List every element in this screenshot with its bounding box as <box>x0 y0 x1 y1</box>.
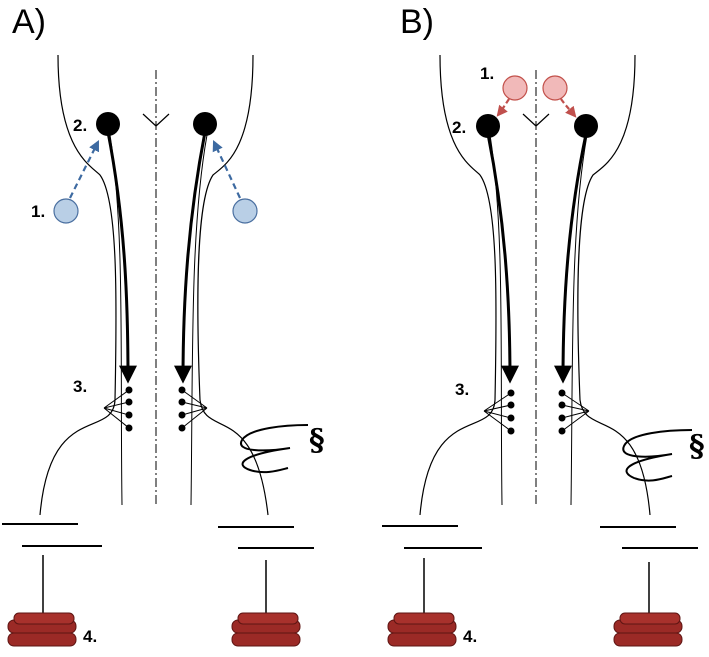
section-symbol-a: § <box>309 423 325 458</box>
muscle-left <box>7 612 77 647</box>
dashed-arrow-right-b <box>560 98 577 118</box>
muscle-left-b <box>387 612 457 647</box>
cord-outline-right-b <box>577 54 651 516</box>
dashed-arrow-left-b <box>496 98 510 117</box>
label-muscle-a: 4. <box>83 627 97 646</box>
synapse-right-b <box>558 389 590 435</box>
muscle-right-b <box>613 612 683 647</box>
neuron-right <box>193 112 217 136</box>
label-source-b: 1. <box>480 64 494 83</box>
label-synapse-a: 3. <box>73 377 87 396</box>
label-source-a: 1. <box>31 202 45 221</box>
midline-notch <box>142 113 170 127</box>
neuron-right-b <box>574 114 598 138</box>
axon-right <box>174 131 207 384</box>
label-muscle-b: 4. <box>463 627 477 646</box>
panel-a: A) <box>2 3 325 647</box>
synapse-left-b <box>483 389 515 435</box>
inner-line-right-b <box>570 134 588 506</box>
coil-right <box>239 424 309 474</box>
axon-left <box>106 131 137 384</box>
dashed-arrow-left <box>69 140 99 199</box>
axon-right-b <box>554 133 588 384</box>
section-symbol-b: § <box>689 429 705 464</box>
dashed-arrow-right <box>212 140 241 199</box>
synapse-right <box>178 386 208 432</box>
source-circle-left-b <box>502 75 528 101</box>
muscle-right <box>231 612 301 647</box>
neuron-left-b <box>476 114 500 138</box>
cord-outline-left-b <box>419 54 497 516</box>
panel-b-title: B) <box>400 3 434 41</box>
axon-left-b <box>486 133 519 384</box>
coil-right-b <box>622 429 693 482</box>
panel-b: B) § <box>382 3 705 647</box>
panel-a-title: A) <box>12 3 46 41</box>
label-synapse-b: 3. <box>455 380 469 399</box>
source-circle-left <box>53 198 79 224</box>
source-circle-right-b <box>542 75 568 101</box>
source-circle-right <box>232 198 258 224</box>
cord-outline-right <box>197 54 269 516</box>
cord-outline-left <box>39 54 117 516</box>
midline-notch-b <box>522 113 550 127</box>
neuron-left <box>96 112 120 136</box>
label-neuron-b: 2. <box>452 118 466 137</box>
synapse-left <box>103 386 133 432</box>
inner-line-right <box>190 134 208 506</box>
label-neuron-a: 2. <box>73 116 87 135</box>
